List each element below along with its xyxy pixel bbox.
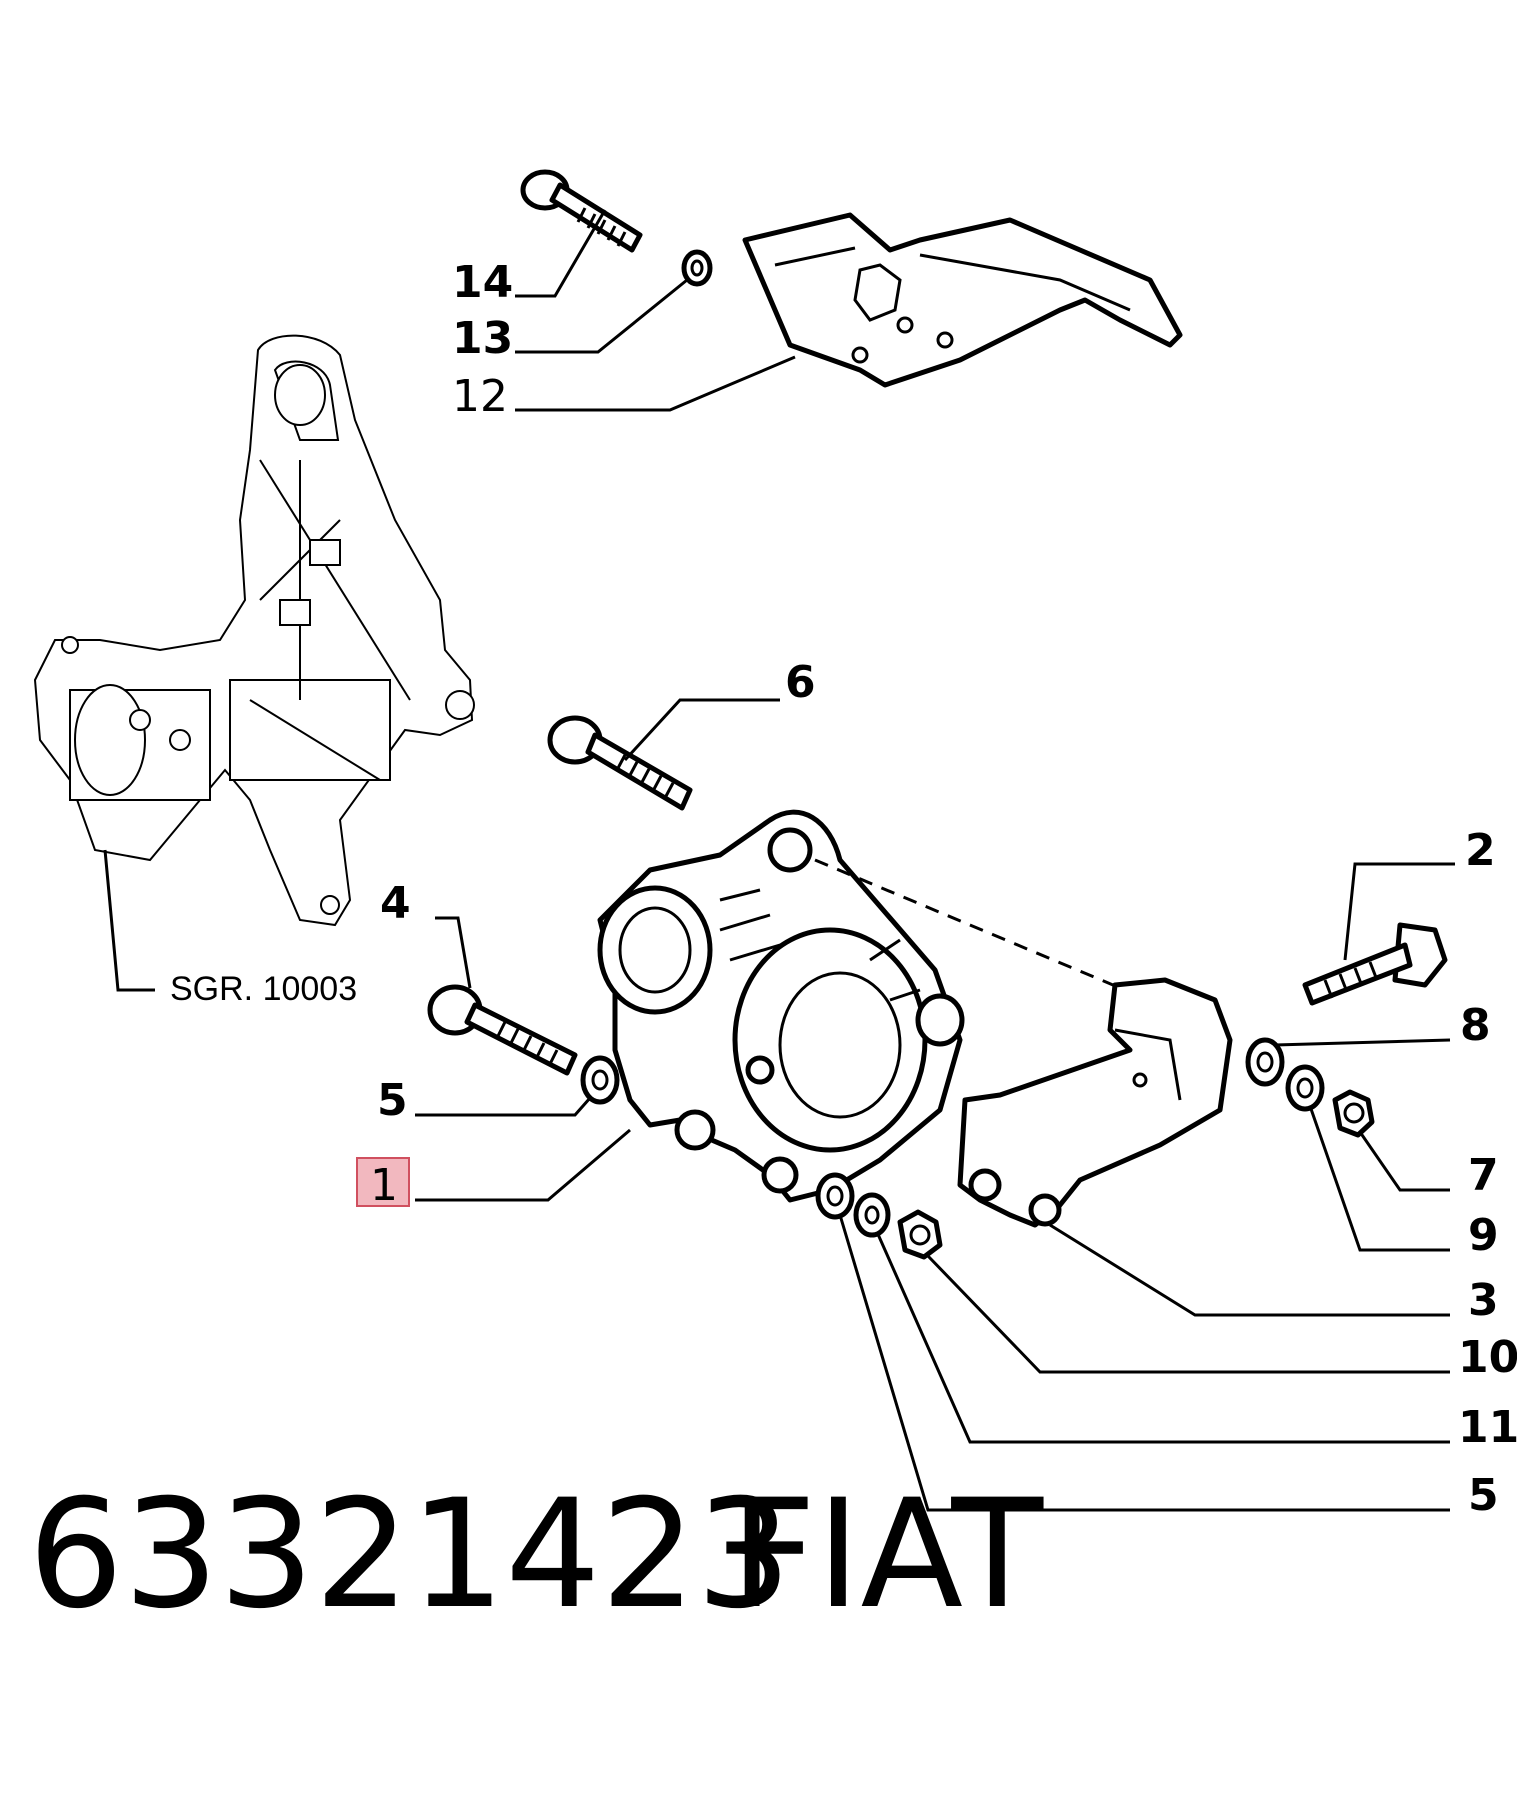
- cover-12: [742, 212, 1183, 388]
- callout-labels: 14 13 12 6 4 5 1 2 8 7 9 3 10 11 5: [356, 257, 1517, 1521]
- label-3: 3: [1468, 1275, 1499, 1326]
- alternator-1: [597, 809, 965, 1203]
- label-7: 7: [1468, 1150, 1499, 1201]
- washer-5-upper: [580, 1055, 620, 1105]
- leader-lines: [415, 209, 1455, 1512]
- bolt-2: [1302, 922, 1448, 1006]
- washer-5-lower: [815, 1172, 855, 1220]
- washer-13: [681, 249, 713, 287]
- label-5-upper: 5: [377, 1075, 408, 1126]
- engine-bracket-ghost: [33, 334, 475, 927]
- label-2: 2: [1465, 825, 1496, 876]
- label-1-highlight: [356, 1157, 410, 1207]
- label-1: 1: [370, 1160, 398, 1211]
- label-8: 8: [1460, 1000, 1491, 1051]
- bolt-4: [427, 984, 578, 1076]
- bolt-14: [520, 169, 643, 253]
- bolt-6: [547, 715, 693, 811]
- spring-washer-11: [853, 1192, 891, 1238]
- dashed-alignment-line: [814, 858, 1126, 992]
- brand-name: FIAT: [730, 1468, 1044, 1642]
- spring-washer-9: [1285, 1064, 1325, 1112]
- label-9: 9: [1468, 1210, 1499, 1261]
- sgr-reference: SGR. 10003: [103, 849, 357, 1008]
- part-number: 63321423: [28, 1468, 792, 1642]
- label-13: 13: [452, 313, 513, 364]
- label-4: 4: [380, 878, 411, 929]
- label-12: 12: [452, 371, 508, 422]
- nut-10: [897, 1209, 943, 1260]
- label-14: 14: [452, 257, 513, 308]
- label-6: 6: [785, 657, 816, 708]
- label-11: 11: [1458, 1402, 1517, 1453]
- sgr-reference-label: SGR. 10003: [170, 970, 357, 1008]
- bracket-3: [957, 977, 1233, 1228]
- nut-7: [1332, 1089, 1375, 1138]
- label-5-lower: 5: [1468, 1470, 1499, 1521]
- washer-8: [1245, 1037, 1285, 1087]
- label-10: 10: [1458, 1332, 1517, 1383]
